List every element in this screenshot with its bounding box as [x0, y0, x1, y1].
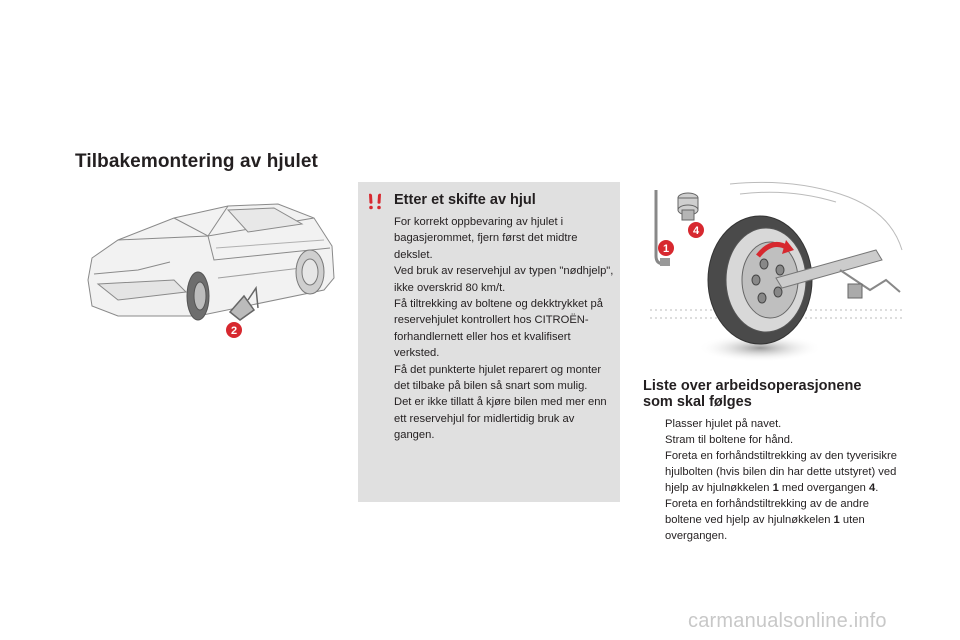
item-text: .	[875, 482, 879, 494]
callout-4: 4	[693, 225, 700, 237]
callout-1: 1	[663, 243, 669, 255]
item-text: Plasser hjulet på navet.	[665, 418, 782, 430]
item-key-number: 4	[869, 482, 876, 494]
info-paragraph: Det er ikke tillatt å kjøre bilen med me…	[394, 396, 607, 442]
item-text: Stram til boltene for hånd.	[665, 434, 794, 446]
operations-title: Liste over arbeidsoperasjonene som skal …	[643, 378, 913, 410]
car-jack-illustration: 2	[87, 203, 335, 338]
info-paragraph: Få tiltrekking av boltene og dekktrykket…	[394, 298, 603, 360]
list-item: Foreta en forhåndstiltrekking av de andr…	[643, 496, 903, 544]
list-item: Stram til boltene for hånd.	[643, 432, 903, 448]
list-item: Plasser hjulet på navet.	[643, 416, 903, 432]
watermark: carmanualsonline.info	[688, 610, 887, 632]
info-box-body: For korrekt oppbevaring av hjulet i baga…	[394, 214, 616, 444]
info-paragraph: For korrekt oppbevaring av hjulet i baga…	[394, 216, 578, 261]
item-text: med overgangen	[778, 482, 870, 494]
page-title: Tilbakemontering av hjulet	[75, 151, 318, 172]
list-item: Foreta en forhåndstiltrekking av den tyv…	[643, 448, 903, 496]
item-key-number: 1	[833, 514, 840, 526]
warning-icon	[369, 193, 381, 210]
operations-list: Plasser hjulet på navet. Stram til bolte…	[643, 416, 903, 544]
item-key-number: 1	[772, 482, 779, 494]
callout-2: 2	[231, 325, 237, 337]
info-paragraph: Ved bruk av reservehjul av typen "nødhje…	[394, 265, 614, 294]
item-text: Foreta en forhåndstiltrekking av de andr…	[665, 498, 869, 526]
item-text: uten overgangen.	[665, 514, 865, 542]
operations-title-line: som skal følges	[643, 394, 752, 410]
operations-title-line: Liste over arbeidsoperasjonene	[643, 378, 862, 394]
info-box-title: Etter et skifte av hjul	[394, 192, 536, 208]
info-box: Etter et skifte av hjul For korrekt oppb…	[358, 182, 620, 502]
wheel-illustration: 1 4	[650, 181, 903, 362]
item-text: Foreta en forhåndstiltrekking av den tyv…	[665, 450, 897, 494]
info-paragraph: Få det punkterte hjulet reparert og mont…	[394, 363, 602, 393]
